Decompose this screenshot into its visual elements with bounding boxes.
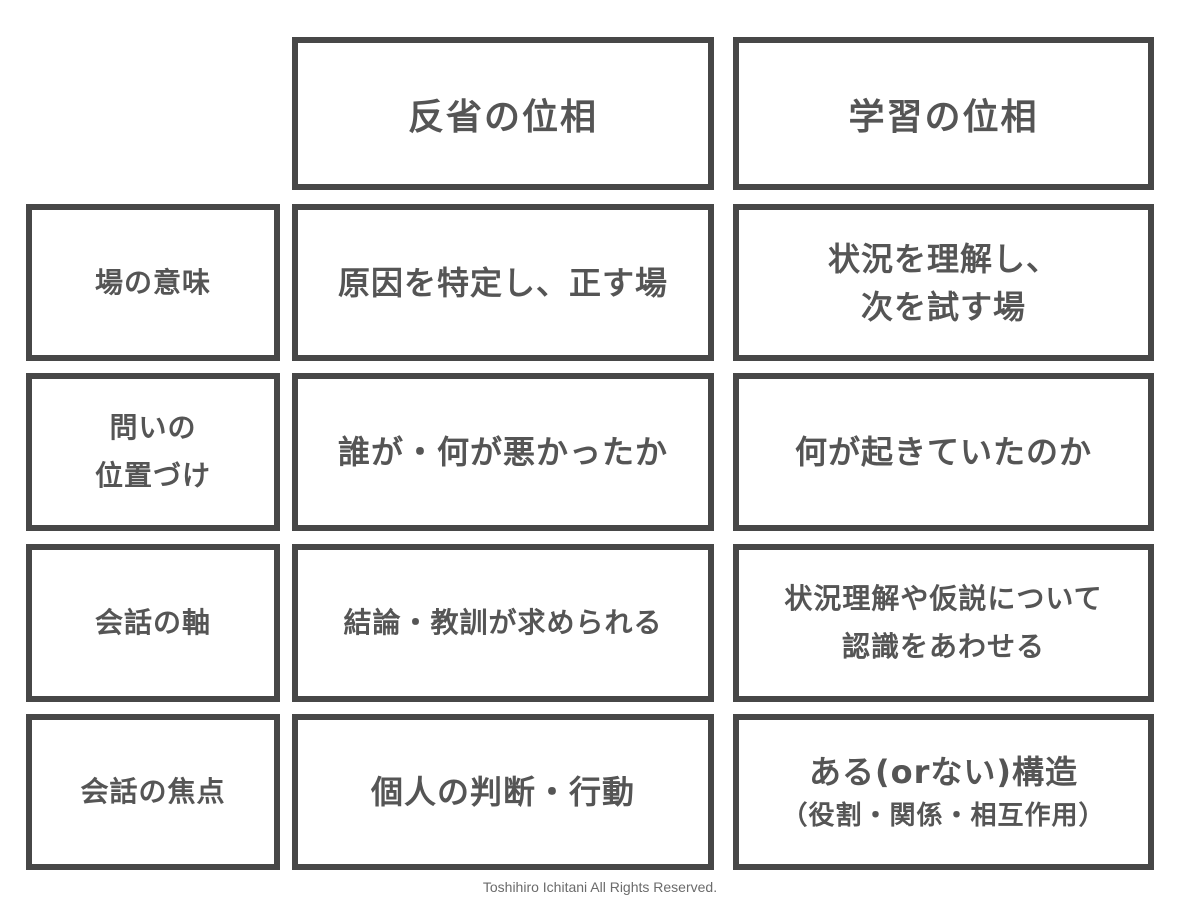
cell-text: 何が起きていたのか <box>794 433 1092 471</box>
cell-text-line-2: （役割・関係・相互作用） <box>781 801 1106 831</box>
cell-text-line-1: ある(orない)構造 <box>808 753 1079 791</box>
learning-meaning-of-place: 状況を理解し、 次を試す場 <box>733 204 1154 361</box>
header-reflection-phase: 反省の位相 <box>292 37 714 190</box>
learning-conversation-axis: 状況理解や仮説について 認識をあわせる <box>733 544 1154 702</box>
row-label-question-positioning: 問いの 位置づけ <box>26 373 280 531</box>
cell-text: 個人の判断・行動 <box>370 773 635 811</box>
cell-text: 誰が・何が悪かったか <box>337 433 668 471</box>
row-label-text-line-2: 位置づけ <box>94 459 211 492</box>
cell-text: 原因を特定し、正す場 <box>337 263 668 302</box>
cell-text: 結論・教訓が求められる <box>343 606 663 639</box>
row-label-text-line-1: 問いの <box>109 411 197 444</box>
header-learning-label: 学習の位相 <box>848 96 1039 138</box>
header-learning-phase: 学習の位相 <box>733 37 1154 190</box>
reflection-conversation-focus: 個人の判断・行動 <box>292 714 714 870</box>
reflection-meaning-of-place: 原因を特定し、正す場 <box>292 204 714 361</box>
row-label-text: 会話の焦点 <box>80 775 226 808</box>
learning-conversation-focus: ある(orない)構造 （役割・関係・相互作用） <box>733 714 1154 870</box>
row-label-conversation-focus: 会話の焦点 <box>26 714 280 870</box>
reflection-conversation-axis: 結論・教訓が求められる <box>292 544 714 702</box>
row-label-meaning-of-place: 場の意味 <box>26 204 280 361</box>
header-reflection-label: 反省の位相 <box>407 96 598 138</box>
learning-question-positioning: 何が起きていたのか <box>733 373 1154 531</box>
row-label-conversation-axis: 会話の軸 <box>26 544 280 702</box>
cell-text-line-1: 状況理解や仮説について <box>784 582 1103 615</box>
row-label-text: 会話の軸 <box>94 606 211 639</box>
cell-text-line-2: 次を試す場 <box>860 287 1026 326</box>
cell-text-line-1: 状況を理解し、 <box>827 239 1059 278</box>
copyright-footer: Toshihiro Ichitani All Rights Reserved. <box>482 879 718 895</box>
reflection-question-positioning: 誰が・何が悪かったか <box>292 373 714 531</box>
row-label-text: 場の意味 <box>94 265 211 299</box>
cell-text-line-2: 認識をあわせる <box>841 630 1045 663</box>
